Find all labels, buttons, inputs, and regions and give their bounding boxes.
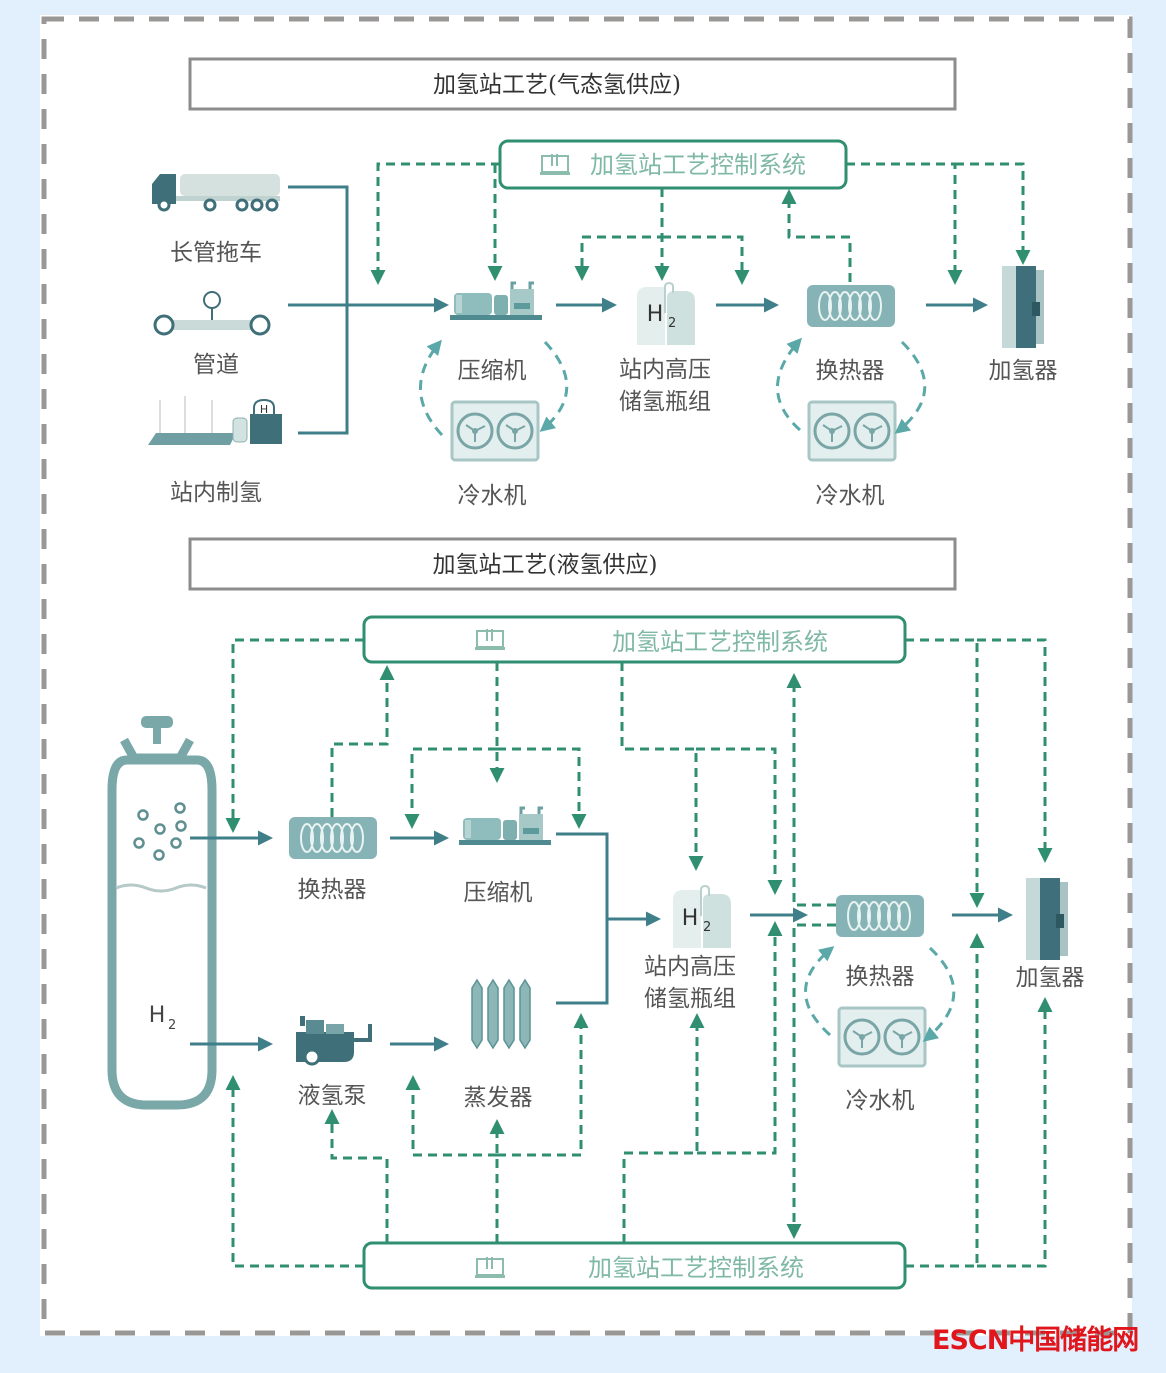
storage-h2-badge-sub: 2 (703, 920, 711, 935)
gas-supply-section: 加氢站工艺(气态氢供应) 加氢站工艺控制系统 长管拖车 (148, 57, 1058, 509)
heat-exchanger-icon (288, 816, 378, 860)
storage-h2-badge: H (647, 302, 664, 327)
liquid-pump-label: 液氢泵 (298, 1083, 367, 1109)
gas-control-system-label: 加氢站工艺控制系统 (590, 151, 806, 179)
liquid-control-system-top-label: 加氢站工艺控制系统 (612, 628, 828, 656)
liquid-control-system-bottom-label: 加氢站工艺控制系统 (588, 1254, 804, 1282)
liquid-dispenser-label: 加氢器 (1016, 965, 1085, 991)
source-pipeline-label: 管道 (193, 352, 239, 378)
evaporator-icon (471, 978, 531, 1050)
chiller-icon (807, 400, 897, 462)
gas-section-title-box (188, 57, 957, 111)
liquid-compressor-label: 压缩机 (464, 880, 533, 906)
gas-dispenser-label: 加氢器 (989, 358, 1058, 384)
gas-chiller-1-label: 冷水机 (458, 483, 527, 509)
liquid-supply-section: 加氢站工艺(液氢供应) 加氢站工艺控制系统 加氢站工艺控制系统 H 2 (107, 537, 1085, 1290)
liquid-evaporator-label: 蒸发器 (464, 1085, 533, 1111)
liquid-hydrogen-tank-icon (107, 716, 217, 1110)
liquid-heat-exchanger-2-label: 换热器 (846, 964, 915, 990)
source-tube-trailer-label: 长管拖车 (170, 240, 262, 266)
dispenser-icon (1002, 266, 1044, 348)
tank-h2-label-sub: 2 (168, 1018, 176, 1033)
liquid-section-title-box (188, 537, 957, 591)
chiller-icon (450, 400, 540, 462)
gas-section-title: 加氢站工艺(气态氢供应) (433, 72, 681, 98)
tank-h2-label: H (149, 1003, 166, 1028)
onsite-hydrogen-production-icon: H (148, 396, 282, 445)
production-h2-badge: H (260, 403, 268, 416)
storage-cylinder-icon (636, 282, 696, 346)
gas-chiller-2-label: 冷水机 (816, 483, 885, 509)
liquid-chiller-label: 冷水机 (846, 1088, 915, 1114)
liquid-hydrogen-pump-icon (296, 1016, 372, 1066)
compressor-icon (457, 806, 553, 847)
pipeline-icon (153, 291, 271, 336)
storage-h2-badge-sub: 2 (668, 316, 676, 331)
gas-storage-label-line2: 储氢瓶组 (619, 389, 711, 415)
liquid-storage-label-line2: 储氢瓶组 (644, 986, 736, 1012)
gas-storage-label-line1: 站内高压 (619, 357, 711, 383)
gas-compressor-label: 压缩机 (458, 358, 527, 384)
escn-watermark-logo: ESCN中国储能网 (932, 1325, 1139, 1356)
source-onsite-production-label: 站内制氢 (170, 480, 262, 506)
gas-heat-exchanger-label: 换热器 (816, 358, 885, 384)
chiller-icon (837, 1006, 927, 1068)
heat-exchanger-icon (835, 894, 925, 938)
liquid-heat-exchanger-1-label: 换热器 (298, 877, 367, 903)
liquid-storage-label-line1: 站内高压 (644, 954, 736, 980)
tube-trailer-truck-icon (152, 174, 280, 212)
heat-exchanger-icon (806, 284, 896, 328)
storage-h2-badge: H (682, 906, 699, 931)
diagram-panel (40, 15, 1132, 1336)
outer-dashed-border (41, 16, 1133, 1336)
dispenser-icon (1026, 878, 1068, 960)
liquid-section-title: 加氢站工艺(液氢供应) (433, 552, 658, 578)
compressor-icon (448, 281, 544, 322)
